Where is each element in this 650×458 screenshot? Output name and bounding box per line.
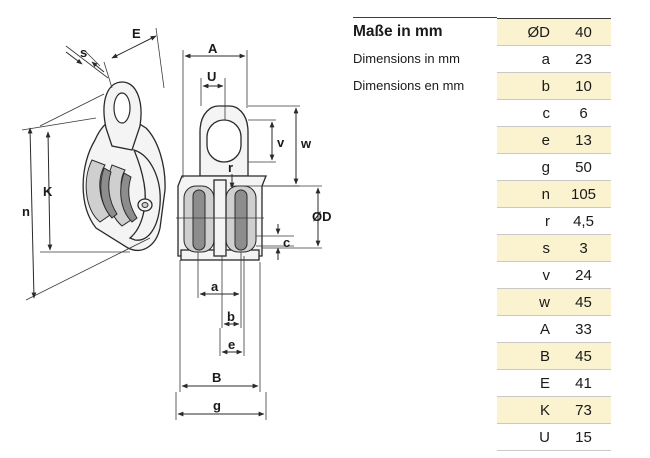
dimension-value: 15 xyxy=(556,423,611,451)
front-view xyxy=(176,105,267,261)
dimension-symbol: n xyxy=(497,180,556,208)
dimension-symbol: c xyxy=(497,99,556,127)
dimension-value: 4,5 xyxy=(556,207,611,235)
label-A: A xyxy=(208,41,218,56)
dimension-value: 6 xyxy=(556,99,611,127)
dimension-symbol: U xyxy=(497,423,556,451)
label-english: Dimensions in mm xyxy=(353,51,460,66)
dimension-value: 50 xyxy=(556,153,611,181)
label-s: s xyxy=(80,45,87,60)
label-E: E xyxy=(132,26,141,41)
dimension-symbol: g xyxy=(497,153,556,181)
dimension-value: 10 xyxy=(556,72,611,100)
dimension-value: 33 xyxy=(556,315,611,343)
dimension-value: 73 xyxy=(556,396,611,424)
label-e: e xyxy=(228,337,235,352)
label-a: a xyxy=(211,279,219,294)
label-D: ØD xyxy=(312,209,332,224)
dimension-symbol: A xyxy=(497,315,556,343)
dimension-value: 13 xyxy=(556,126,611,154)
perspective-view xyxy=(82,81,166,252)
dimension-symbol: s xyxy=(497,234,556,262)
dimension-symbol: v xyxy=(497,261,556,289)
label-german: Maße in mm xyxy=(353,23,443,40)
dimension-symbol: b xyxy=(497,72,556,100)
dimension-symbol: K xyxy=(497,396,556,424)
dimension-symbol: r xyxy=(497,207,556,235)
label-w: w xyxy=(300,136,312,151)
label-b: b xyxy=(227,309,235,324)
label-v: v xyxy=(277,135,285,150)
label-r: r xyxy=(228,160,233,175)
dimension-value: 3 xyxy=(556,234,611,262)
label-U: U xyxy=(207,69,216,84)
label-K: K xyxy=(43,184,53,199)
dimension-value: 105 xyxy=(556,180,611,208)
dimension-value: 24 xyxy=(556,261,611,289)
header-rule xyxy=(353,17,497,18)
label-g: g xyxy=(213,398,221,413)
dimension-value: 45 xyxy=(556,342,611,370)
dimension-symbol: e xyxy=(497,126,556,154)
dimension-symbol: ØD xyxy=(497,18,556,46)
dimension-symbol: E xyxy=(497,369,556,397)
dimension-symbol: a xyxy=(497,45,556,73)
dimension-symbol: w xyxy=(497,288,556,316)
dimension-value: 45 xyxy=(556,288,611,316)
dimension-symbol: B xyxy=(497,342,556,370)
label-n: n xyxy=(22,204,30,219)
label-c: c xyxy=(283,235,290,250)
dimension-value: 41 xyxy=(556,369,611,397)
label-french: Dimensions en mm xyxy=(353,78,465,93)
pulley-technical-drawing: s E K n A xyxy=(21,26,332,420)
front-dimensions: A U v w r ØD c a xyxy=(175,41,332,420)
dimension-value: 23 xyxy=(556,45,611,73)
label-B: B xyxy=(212,370,221,385)
header-labels: Maße in mm Dimensions in mm Dimensions e… xyxy=(353,18,498,99)
dimension-value: 40 xyxy=(556,18,611,46)
perspective-dimensions: s E K n xyxy=(21,26,165,301)
